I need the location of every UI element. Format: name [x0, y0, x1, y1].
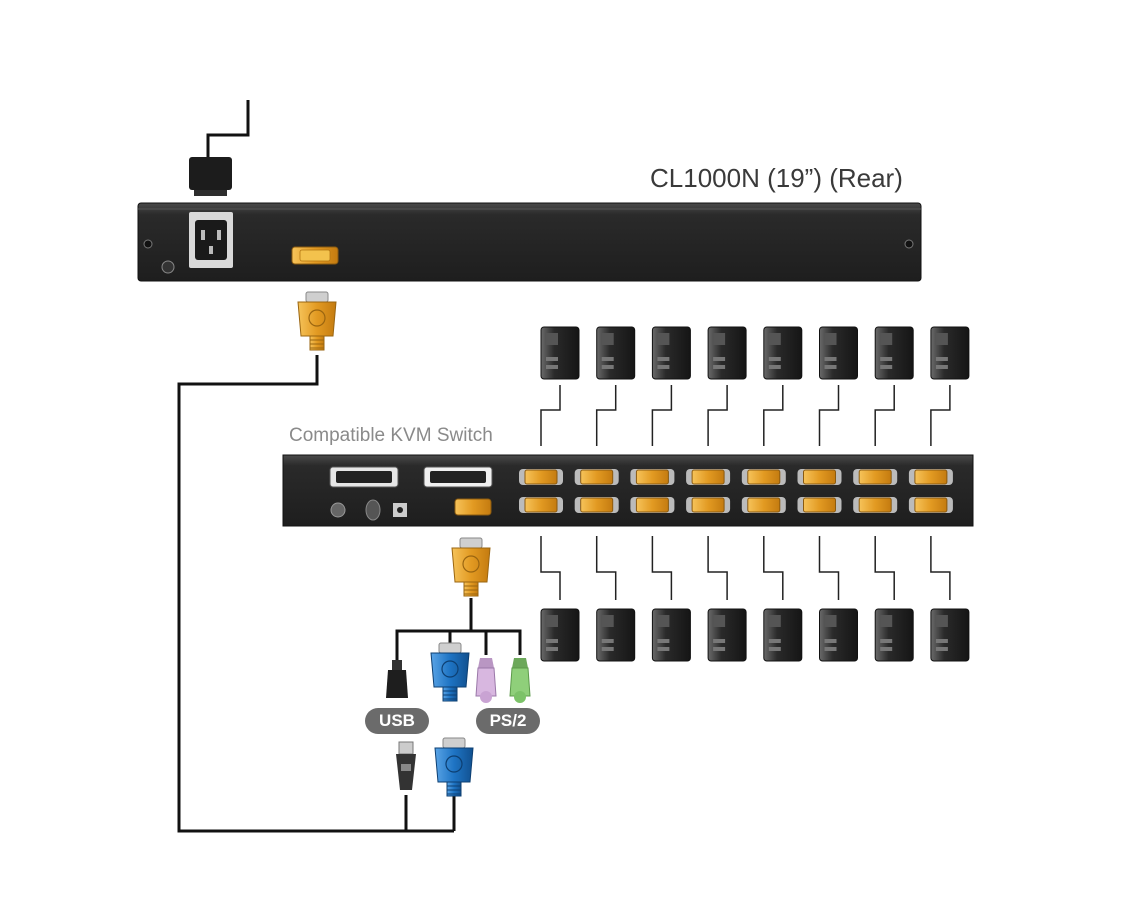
kvm-port-icon	[853, 497, 898, 513]
computer-cable	[707, 385, 728, 446]
kvm-port-icon	[853, 469, 898, 485]
computer-cable	[595, 536, 617, 600]
cl1000n-rear-panel	[137, 202, 922, 282]
computer-tower-icon	[874, 608, 914, 662]
computer-tower-icon	[930, 608, 970, 662]
kvm-port-icon	[797, 497, 842, 513]
computer-tower-icon	[819, 608, 858, 662]
computer-cable	[874, 536, 895, 600]
kvm-port-icon	[741, 469, 786, 485]
computer-tower-icon	[874, 326, 914, 380]
vga-connector-icon	[297, 291, 337, 351]
computer-tower-icon	[596, 326, 636, 380]
kvm-port-icon	[741, 497, 786, 513]
computer-tower-icon	[707, 326, 747, 380]
kvm-port-icon	[519, 469, 563, 485]
console-cable	[177, 355, 454, 833]
computer-cable	[930, 536, 951, 600]
kvm-port-icon	[630, 497, 675, 513]
computer-tower-icon	[540, 608, 580, 662]
power-socket-icon	[189, 212, 233, 268]
computer-tower-icon	[930, 326, 970, 380]
usb-plug-icon	[396, 741, 416, 790]
computer-tower-icon	[763, 326, 803, 380]
kvm-switch	[282, 454, 974, 527]
computer-cable	[651, 536, 673, 600]
computer-cable	[540, 536, 561, 600]
computer-tower-icon	[707, 608, 747, 662]
computer-cable	[763, 385, 784, 446]
kvm-port-icon	[908, 469, 953, 485]
ps2-plug-icon	[475, 658, 497, 703]
computer-cable	[930, 385, 951, 446]
kvm-port-icon	[630, 469, 675, 485]
computer-cable	[818, 385, 840, 446]
vga-port-icon	[291, 246, 339, 265]
computer-tower-icon	[819, 326, 858, 380]
computer-cable	[763, 536, 784, 600]
computer-cable	[874, 385, 895, 446]
usb-badge: USB	[365, 708, 429, 734]
computer-tower-icon	[596, 608, 636, 662]
vga-connector-icon	[451, 537, 491, 597]
computer-cable	[818, 536, 840, 600]
ps2-badge: PS/2	[476, 708, 540, 734]
kvm-port-icon	[908, 497, 953, 513]
vga-connector-icon	[434, 737, 474, 797]
power-plug-icon	[189, 100, 250, 196]
computer-cable	[540, 385, 561, 446]
computer-tower-icon	[763, 608, 803, 662]
kvm-port-icon	[519, 497, 563, 513]
kvm-port-icon	[574, 469, 619, 485]
kvm-port-icon	[797, 469, 842, 485]
device-title: CL1000N (19”) (Rear)	[650, 163, 903, 193]
computer-tower-icon	[540, 326, 580, 380]
computer-cable	[707, 536, 728, 600]
usb-plug-icon	[386, 660, 408, 698]
kvm-switch-label: Compatible KVM Switch	[289, 425, 493, 446]
computer-cable	[651, 385, 673, 446]
kvm-port-icon	[686, 497, 731, 513]
computer-tower-icon	[651, 326, 691, 380]
ps2-plug-icon	[509, 658, 531, 703]
kvm-port-icon	[686, 469, 731, 485]
vga-connector-icon	[430, 642, 470, 702]
computer-cable	[595, 385, 617, 446]
kvm-port-icon	[574, 497, 619, 513]
computer-tower-icon	[651, 608, 691, 662]
